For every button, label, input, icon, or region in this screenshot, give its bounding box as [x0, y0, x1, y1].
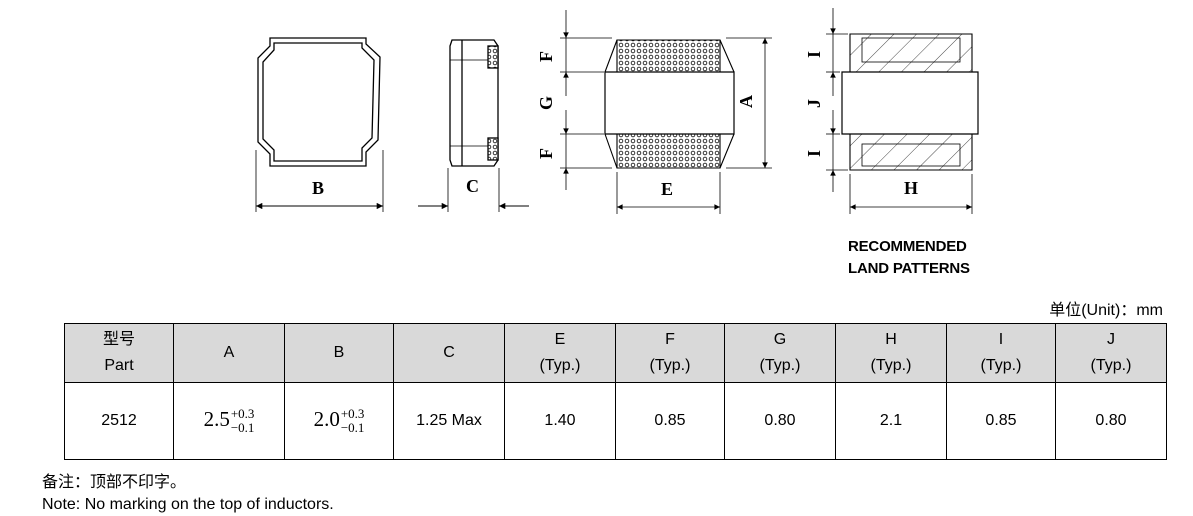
cell-c: 1.25 Max: [393, 382, 505, 460]
bottom-view: [560, 10, 772, 214]
header-c: C: [393, 323, 505, 383]
cell-h: 2.1: [835, 382, 947, 460]
dim-label-h: H: [904, 178, 918, 198]
dim-label-a: A: [736, 95, 756, 108]
dim-label-b: B: [312, 178, 324, 198]
header-j: J(Typ.): [1055, 323, 1167, 383]
land-patterns-line1: RECOMMENDED: [848, 238, 967, 255]
land-patterns-line2: LAND PATTERNS: [848, 260, 970, 277]
dim-label-i-top: I: [804, 51, 824, 58]
header-i: I(Typ.): [946, 323, 1056, 383]
note-english: Note: No marking on the top of inductors…: [42, 496, 334, 513]
cell-f: 0.85: [615, 382, 725, 460]
cell-b: 2.0+0.3−0.1: [284, 382, 394, 460]
unit-note: 单位(Unit)：mm: [1049, 302, 1163, 319]
dim-label-c: C: [466, 176, 479, 196]
header-b: B: [284, 323, 394, 383]
header-e: E(Typ.): [504, 323, 616, 383]
dim-label-f-top: F: [536, 51, 556, 62]
header-h: H(Typ.): [835, 323, 947, 383]
header-a: A: [173, 323, 285, 383]
cell-part: 2512: [64, 382, 174, 460]
dim-label-g: G: [536, 96, 556, 110]
dim-label-j: J: [804, 99, 824, 108]
cell-a: 2.5+0.3−0.1: [173, 382, 285, 460]
header-g: G(Typ.): [724, 323, 836, 383]
header-f: F(Typ.): [615, 323, 725, 383]
cell-i: 0.85: [946, 382, 1056, 460]
side-view: [418, 39, 529, 212]
cell-e: 1.40: [504, 382, 616, 460]
note-chinese: 备注：顶部不印字。: [42, 474, 187, 491]
top-view: [255, 37, 384, 212]
table-row: 2512 2.5+0.3−0.1 2.0+0.3−0.1 1.25 Max 1.…: [64, 382, 1167, 460]
dim-label-e: E: [661, 179, 673, 199]
dim-label-i-bottom: I: [804, 150, 824, 157]
cell-g: 0.80: [724, 382, 836, 460]
land-patterns-caption: RECOMMENDED LAND PATTERNS: [848, 236, 970, 280]
dimension-drawing: B C: [255, 8, 979, 214]
cell-j: 0.80: [1055, 382, 1167, 460]
land-pattern-view: [826, 8, 979, 214]
dim-label-f-bottom: F: [536, 148, 556, 159]
